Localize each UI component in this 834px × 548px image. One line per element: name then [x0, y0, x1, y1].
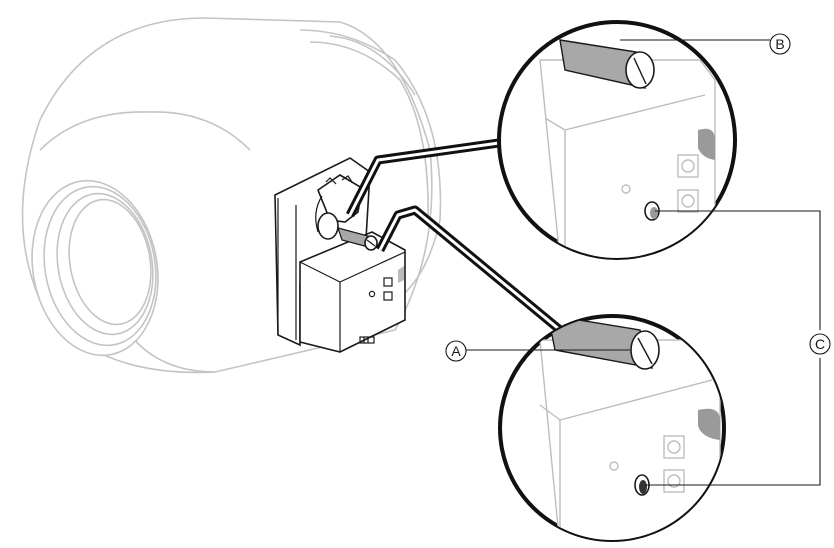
detail-magnifier-upper — [497, 20, 737, 260]
magnifier-connectors — [345, 135, 563, 334]
callout-a: A — [445, 340, 467, 362]
leader-lines — [466, 39, 821, 486]
callout-a-label: A — [451, 343, 461, 359]
callout-b: B — [769, 33, 791, 55]
callout-c-label: C — [815, 336, 825, 352]
detail-magnifier-lower — [498, 314, 726, 542]
callout-c: C — [809, 333, 831, 355]
actuator-housing — [274, 157, 406, 353]
callout-b-label: B — [775, 36, 784, 52]
